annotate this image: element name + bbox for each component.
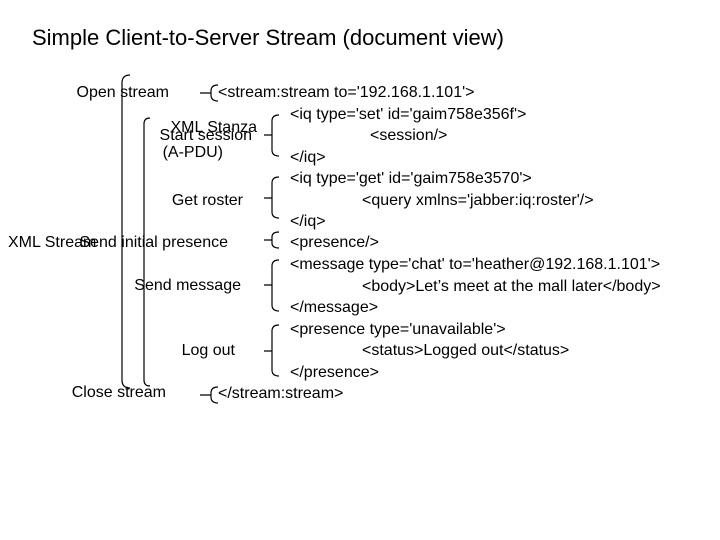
- xml-line: <stream:stream to='192.168.1.101'>: [218, 84, 475, 101]
- bracket-close-stream: [200, 386, 219, 404]
- bracket-xml-stream: [121, 74, 131, 389]
- bracket-send-message: [264, 259, 280, 312]
- xml-line: <query xmlns='jabber:iq:roster'/>: [362, 192, 594, 209]
- xml-line: </iq>: [290, 213, 326, 230]
- label-get-roster: Get roster: [171, 192, 243, 209]
- bracket-get-roster: [264, 176, 280, 219]
- bracket-log-out: [264, 324, 280, 377]
- xml-line: </message>: [290, 299, 379, 316]
- xml-line: <body>Let’s meet at the mall later</body…: [362, 278, 661, 295]
- xml-line: </iq>: [290, 149, 326, 166]
- xml-line: <status>Logged out</status>: [362, 342, 570, 359]
- xml-line: <presence/>: [290, 234, 379, 251]
- xml-line: <iq type='set' id='gaim758e356f'>: [290, 106, 527, 123]
- xml-line: </presence>: [290, 364, 379, 381]
- xml-line: <session/>: [370, 127, 448, 144]
- label-a-pdu: (A-PDU): [162, 144, 223, 161]
- bracket-xml-stanza: [143, 117, 151, 387]
- label-send-initial-presence: Send initial presence: [79, 234, 228, 251]
- page-title: Simple Client-to-Server Stream (document…: [32, 25, 504, 50]
- xml-line: <iq type='get' id='gaim758e3570'>: [290, 170, 532, 187]
- xml-line: </stream:stream>: [218, 385, 344, 402]
- label-xml-stanza: XML Stanza: [170, 119, 257, 136]
- label-open-stream: Open stream: [76, 84, 169, 101]
- xml-line: <message type='chat' to='heather@192.168…: [290, 256, 661, 273]
- label-start-session: Start session: [159, 127, 252, 144]
- bracket-open-stream: [200, 84, 219, 102]
- label-close-stream: Close stream: [71, 384, 166, 401]
- xml-line: <presence type='unavailable'>: [290, 321, 506, 338]
- bracket-send-initial-presence: [264, 231, 280, 249]
- label-xml-stream: XML Stream: [8, 234, 97, 251]
- bracket-start-session: [264, 114, 280, 157]
- label-send-message: Send message: [134, 277, 241, 294]
- label-log-out: Log out: [181, 342, 235, 359]
